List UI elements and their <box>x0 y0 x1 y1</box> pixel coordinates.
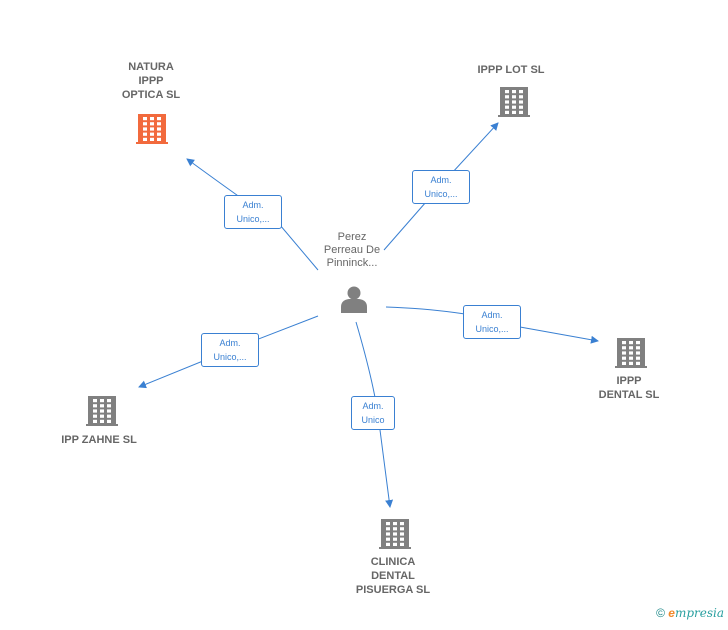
edge-label-natura: Adm. Unico,... <box>224 195 282 229</box>
node-label-ippp-lot[interactable]: IPPP LOT SL <box>477 64 545 76</box>
node-label-natura[interactable]: NATURA IPPP OPTICA SL <box>121 61 181 101</box>
node-label-ipp-zahne[interactable]: IPP ZAHNE SL <box>61 434 137 446</box>
edge-label-clinica: Adm. Unico <box>351 396 395 430</box>
node-label-ippp-dental[interactable]: IPPP DENTAL SL <box>598 375 660 401</box>
edge-label-ippp-lot: Adm. Unico,... <box>412 170 470 204</box>
person-icon[interactable] <box>341 286 367 314</box>
copyright-icon: © <box>656 606 665 620</box>
edge-label-ipp-zahne: Adm. Unico,... <box>201 333 259 367</box>
building-icon[interactable] <box>136 114 168 144</box>
edge-label-ippp-dental: Adm. Unico,... <box>463 305 521 339</box>
brand-footer: © empresia <box>656 606 724 620</box>
node-label-clinica[interactable]: CLINICA DENTAL PISUERGA SL <box>355 556 431 596</box>
person-label[interactable]: Perez Perreau De Pinninck... <box>323 231 381 269</box>
building-icon[interactable] <box>498 87 530 117</box>
brand-logo-text: mpresia <box>674 606 724 620</box>
building-icon[interactable] <box>615 338 647 368</box>
brand-logo-e: e <box>668 606 675 620</box>
building-icon[interactable] <box>379 519 411 549</box>
building-icon[interactable] <box>86 396 118 426</box>
